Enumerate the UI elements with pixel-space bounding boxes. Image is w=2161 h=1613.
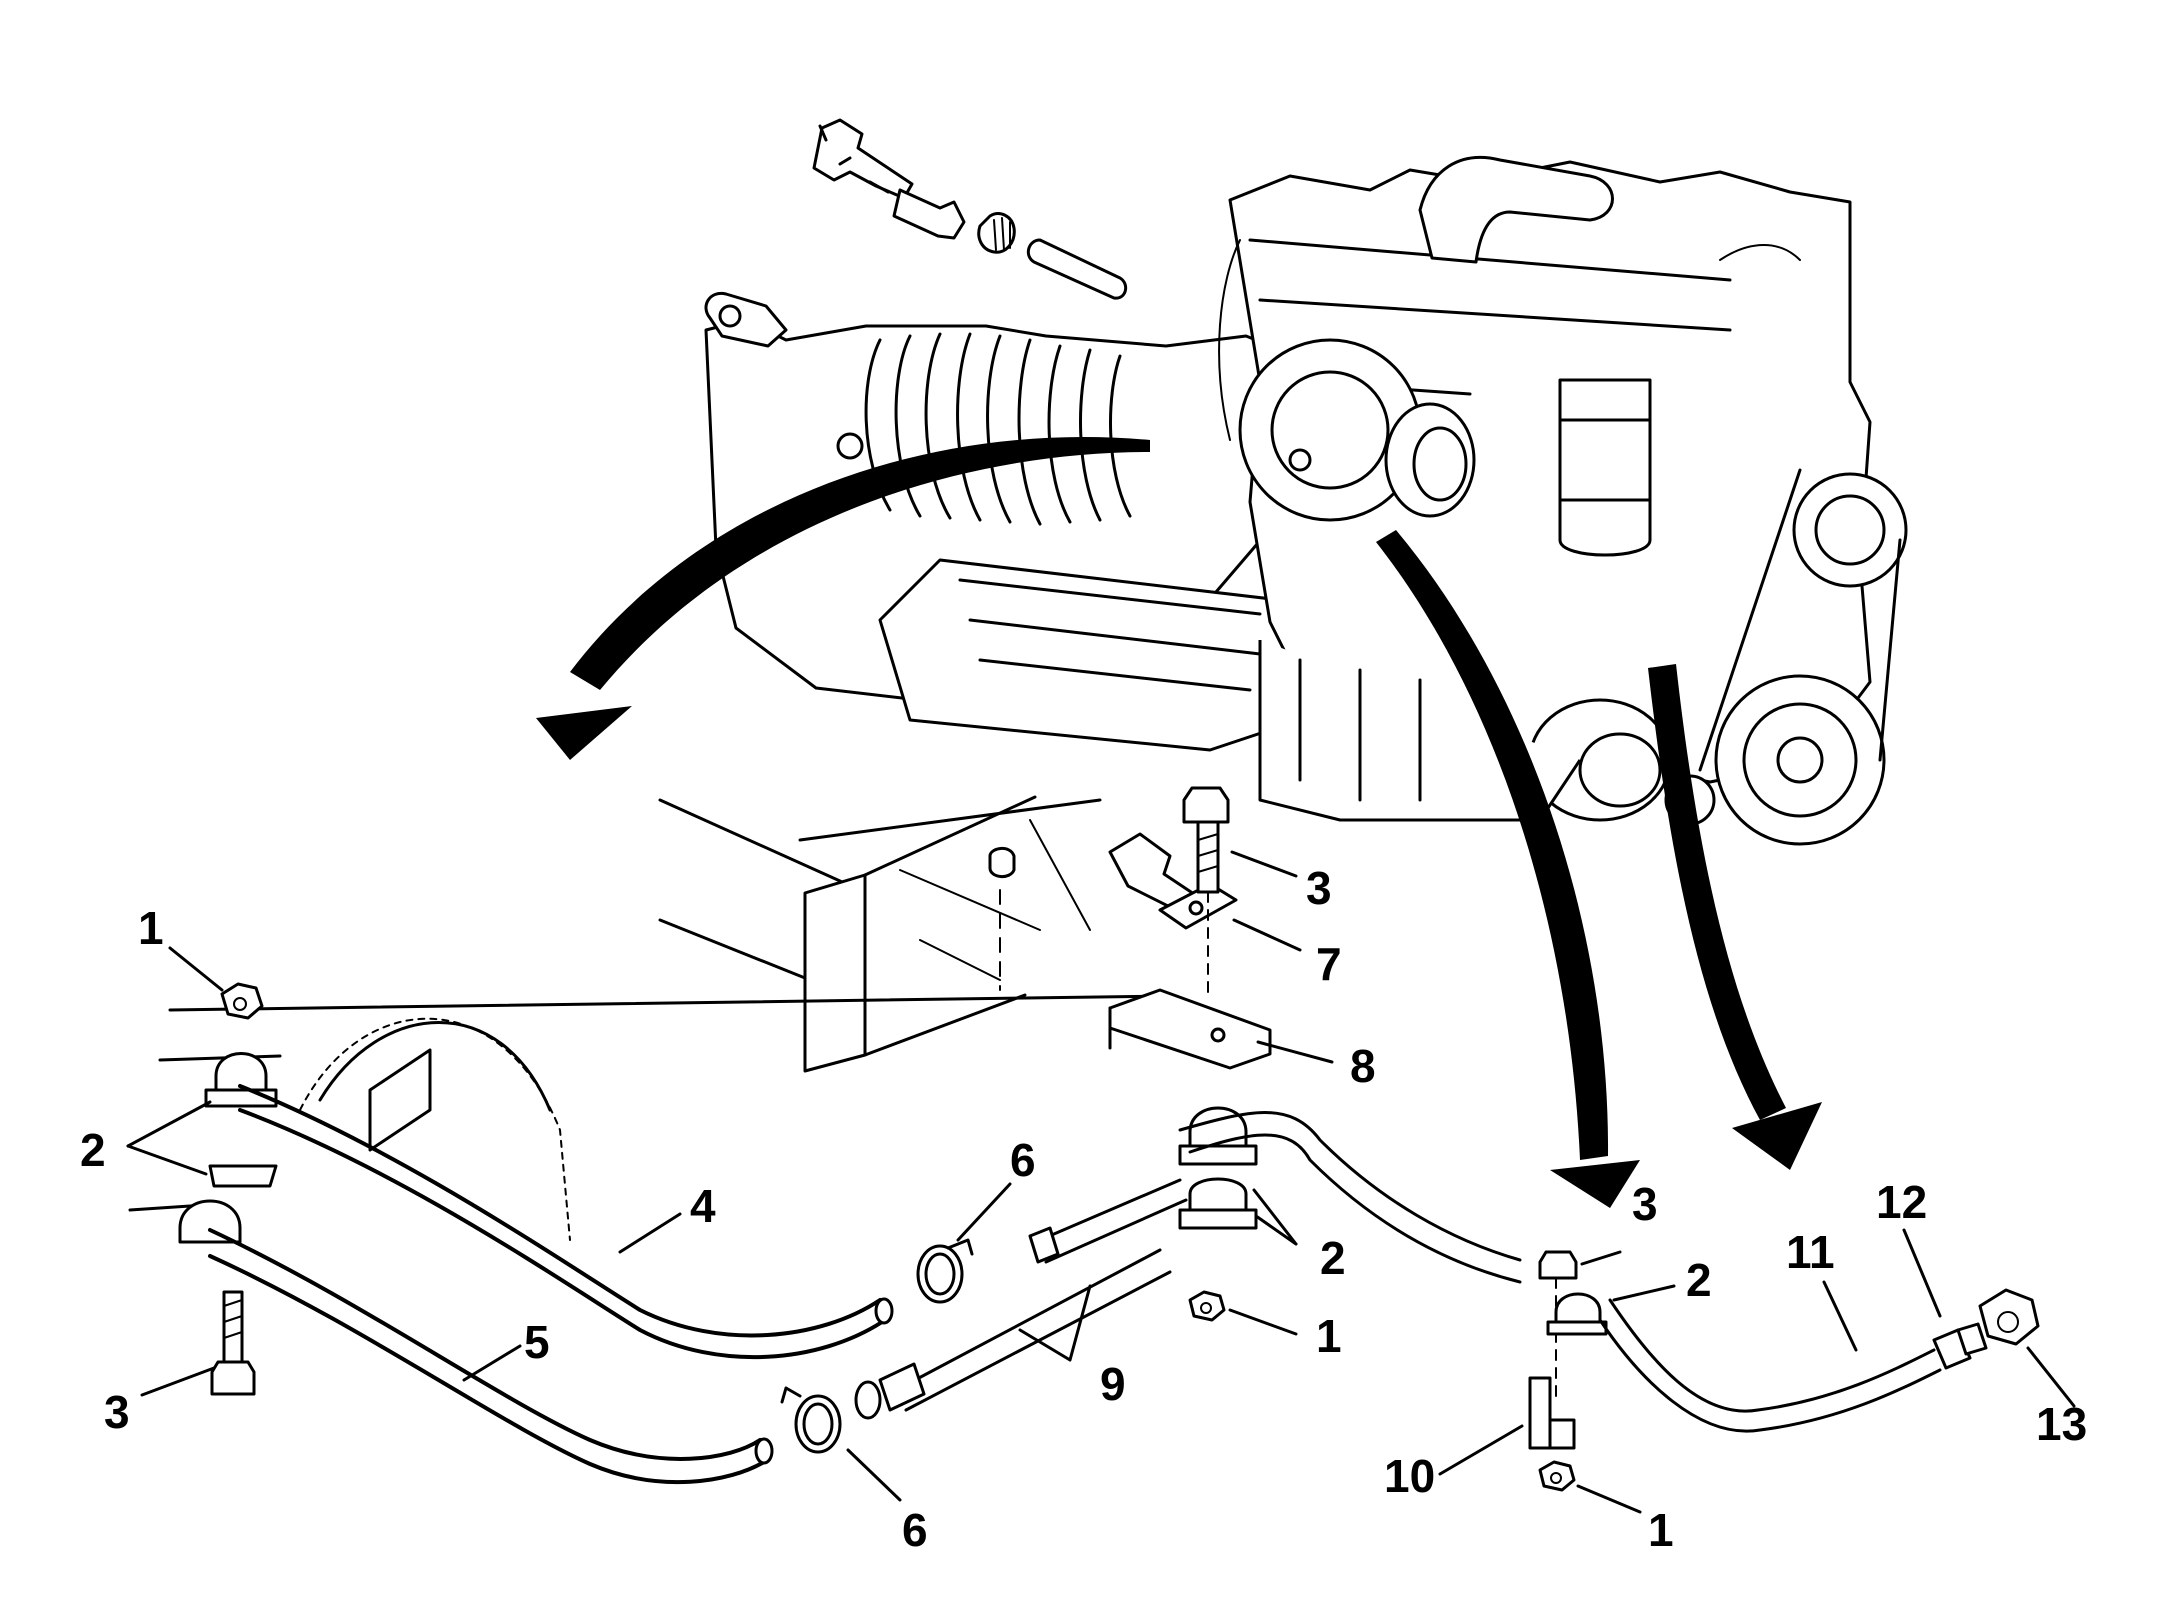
part-1-nut-icon — [1538, 1460, 1576, 1492]
part-3-bolt-icon — [1538, 1250, 1578, 1399]
part-7-sending-unit-icon — [1108, 832, 1238, 930]
part-12-fitting-icon — [1932, 1322, 1988, 1370]
callout-5: 5 — [524, 1316, 550, 1368]
callout-1: 1 — [1316, 1310, 1342, 1362]
callout-4: 4 — [690, 1180, 716, 1232]
callout-6: 6 — [1010, 1134, 1036, 1186]
callout-9: 9 — [1100, 1358, 1126, 1410]
part-8-bracket-icon — [1108, 988, 1272, 1070]
callout-2: 2 — [80, 1124, 106, 1176]
callout-10: 10 — [1384, 1450, 1435, 1502]
part-4-hose-icon — [238, 1084, 894, 1360]
callout-6: 6 — [902, 1504, 928, 1556]
part-5-hose-icon — [208, 1228, 774, 1485]
callout-8: 8 — [1350, 1040, 1376, 1092]
part-6-hose-clamp-icon — [780, 1386, 842, 1454]
part-9-fuel-line-icon — [854, 1111, 1522, 1420]
part-3-bolt-icon — [210, 1290, 256, 1396]
callout-3: 3 — [1306, 862, 1332, 914]
callout-13: 13 — [2036, 1398, 2087, 1450]
callout-3: 3 — [1632, 1178, 1658, 1230]
part-10-bracket-icon — [1528, 1376, 1576, 1450]
part-1-nut-icon — [1188, 1290, 1226, 1322]
callout-labels: 1 1 1 2 2 2 3 3 3 4 5 6 6 7 8 9 10 11 12… — [80, 862, 2087, 1556]
part-6-hose-clamp-icon — [916, 1238, 974, 1304]
callout-2: 2 — [1320, 1232, 1346, 1284]
callout-1: 1 — [138, 902, 164, 954]
callout-3: 3 — [104, 1386, 130, 1438]
curved-pointer-arrow-icon — [536, 436, 1822, 1208]
vehicle-frame-crossmember-icon — [128, 795, 1172, 1241]
part-2-clamp-icon — [178, 1052, 278, 1244]
callout-11: 11 — [1786, 1226, 1835, 1278]
part-2-clamp-icon — [1546, 1292, 1608, 1336]
callout-7: 7 — [1316, 938, 1342, 990]
engine-transmission-assembly-icon — [704, 118, 1908, 846]
callout-2: 2 — [1686, 1254, 1712, 1306]
callout-leaders — [126, 850, 2076, 1514]
driveshaft-yoke-icon — [812, 118, 1128, 300]
part-3-bolt-icon — [1182, 786, 1230, 993]
callout-12: 12 — [1876, 1176, 1927, 1228]
part-1-nut-icon — [220, 982, 264, 1020]
callout-1: 1 — [1648, 1504, 1674, 1556]
part-2-clamp-icon — [1178, 1106, 1258, 1230]
part-11-tube-icon — [1598, 1298, 1942, 1433]
turbocharger-icon — [1238, 338, 1476, 522]
part-13-nut-icon — [1978, 1288, 2040, 1346]
